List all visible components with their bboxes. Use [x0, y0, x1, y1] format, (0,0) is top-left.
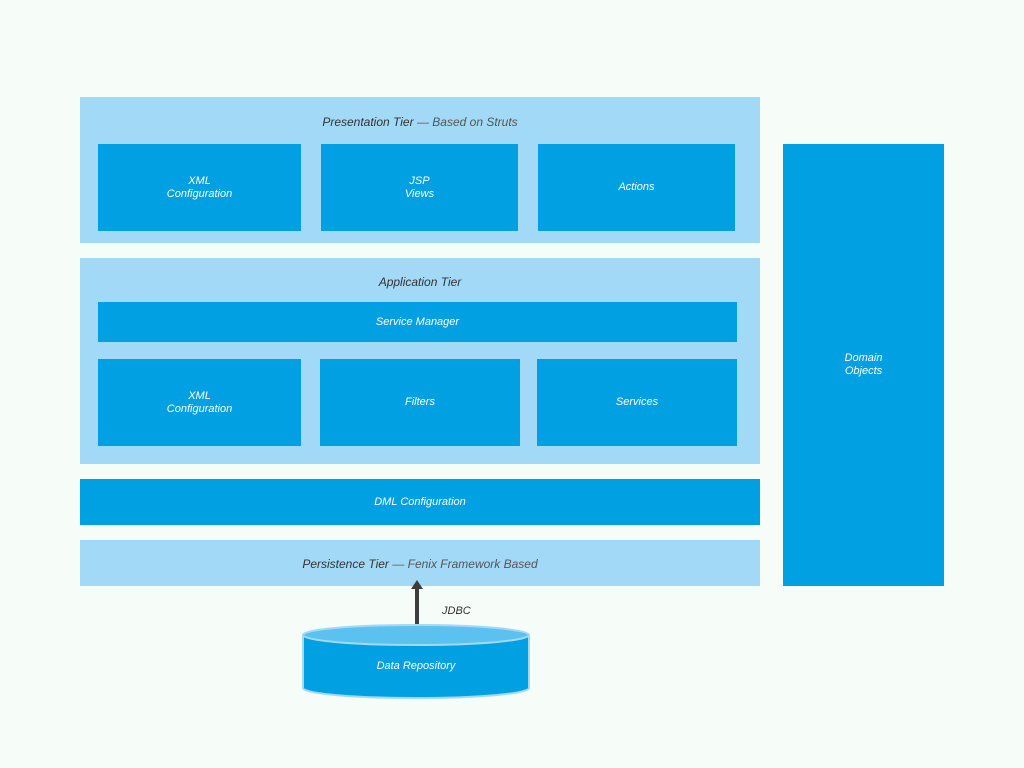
persistence-tier-separator: —	[392, 557, 405, 571]
presentation-xml-configuration-label: XML Configuration	[166, 174, 233, 200]
persistence-tier-subtitle: Fenix Framework Based	[407, 557, 538, 571]
service-manager-box: Service Manager	[98, 302, 737, 342]
application-xml-configuration-box: XML Configuration	[98, 359, 301, 446]
persistence-tier-label: Persistence Tier	[302, 557, 389, 571]
jsp-views-label: JSP Views	[404, 174, 435, 200]
data-repository-label: Data Repository	[376, 660, 456, 672]
presentation-tier-label: Presentation Tier	[322, 115, 414, 129]
application-xml-configuration-label: XML Configuration	[166, 389, 233, 415]
filters-box: Filters	[320, 359, 520, 446]
services-box: Services	[537, 359, 737, 446]
dml-configuration-box: DML Configuration	[80, 479, 760, 525]
domain-objects-label: Domain Objects	[844, 352, 883, 377]
persistence-tier-title: Persistence Tier — Fenix Framework Based	[80, 557, 760, 571]
actions-box: Actions	[538, 144, 735, 231]
presentation-tier-title: Presentation Tier — Based on Struts	[80, 115, 760, 129]
presentation-xml-configuration-box: XML Configuration	[98, 144, 301, 231]
service-manager-label: Service Manager	[375, 315, 460, 328]
jdbc-label: JDBC	[442, 605, 471, 617]
presentation-tier-subtitle: Based on Struts	[432, 115, 518, 129]
persistence-tier: Persistence Tier — Fenix Framework Based	[80, 540, 760, 586]
application-tier-title: Application Tier	[378, 275, 462, 289]
data-repository-cylinder	[302, 624, 530, 699]
dml-configuration-label: DML Configuration	[374, 495, 466, 508]
services-label: Services	[615, 396, 659, 408]
filters-label: Filters	[405, 396, 435, 408]
application-tier: Application Tier Service Manager XML Con…	[80, 258, 760, 464]
jsp-views-box: JSP Views	[321, 144, 518, 231]
presentation-tier-separator: —	[416, 115, 429, 129]
domain-objects-box: Domain Objects	[783, 144, 944, 586]
presentation-tier: Presentation Tier — Based on Struts XML …	[80, 97, 760, 243]
actions-label: Actions	[618, 181, 655, 193]
